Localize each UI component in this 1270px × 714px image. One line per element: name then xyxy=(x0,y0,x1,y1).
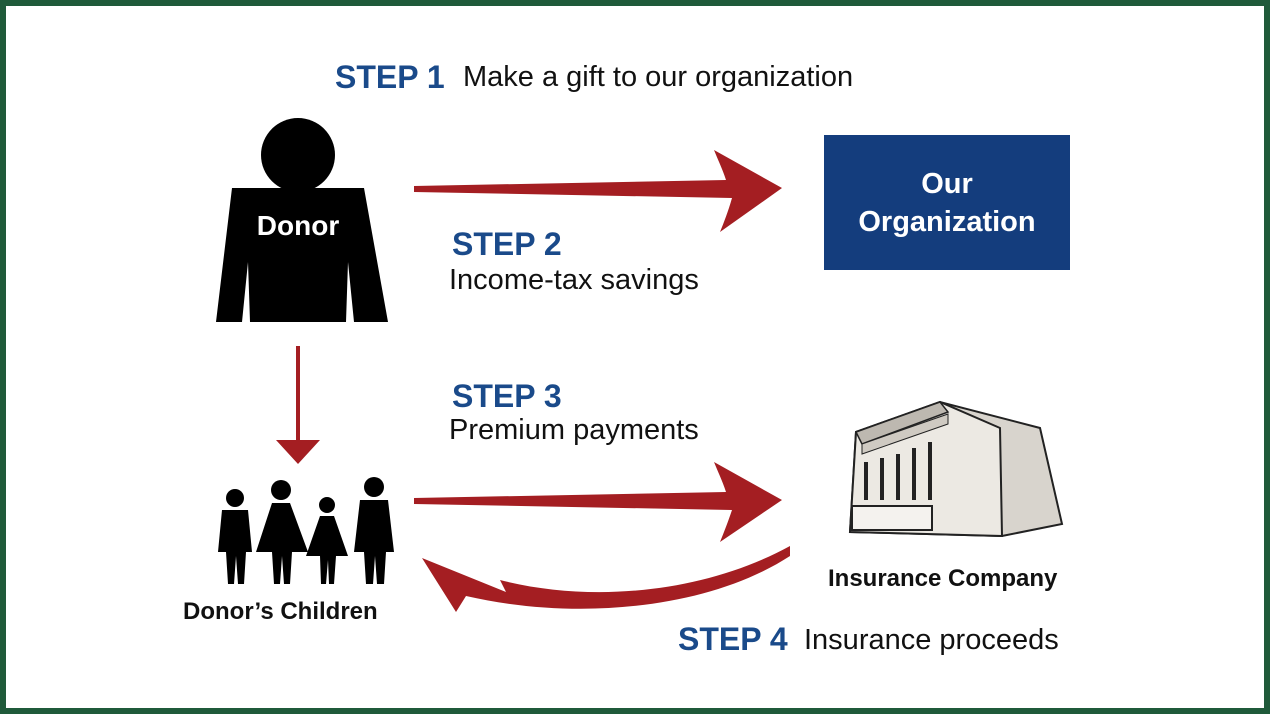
person-silhouette-icon xyxy=(216,118,388,322)
insurance-label: Insurance Company xyxy=(828,565,1058,592)
step-3-text: Premium payments xyxy=(449,414,699,446)
organization-label-line1: Our xyxy=(921,167,973,200)
family-silhouette-icon xyxy=(218,477,394,584)
arrow-insurance-to-children xyxy=(422,546,790,612)
organization-label-line2: Organization xyxy=(858,205,1036,238)
donor-label: Donor xyxy=(257,210,340,241)
arrow-children-to-insurance xyxy=(414,462,782,542)
organization-label: Our Organization xyxy=(858,165,1035,241)
children-label: Donor’s Children xyxy=(183,598,378,625)
step-2-text: Income-tax savings xyxy=(449,264,699,296)
step-4-text: Insurance proceeds xyxy=(804,624,1059,656)
organization-box: Our Organization xyxy=(824,135,1070,270)
arrow-donor-to-organization xyxy=(414,150,782,232)
arrow-donor-to-children xyxy=(276,346,320,464)
insurance-building-icon xyxy=(848,400,1064,538)
step-3-label: STEP 3 xyxy=(452,378,562,414)
step-2-label: STEP 2 xyxy=(452,226,562,262)
step-1-label: STEP 1 xyxy=(335,59,445,95)
step-1-text: Make a gift to our organization xyxy=(463,61,854,93)
step-4-label: STEP 4 xyxy=(678,621,788,657)
